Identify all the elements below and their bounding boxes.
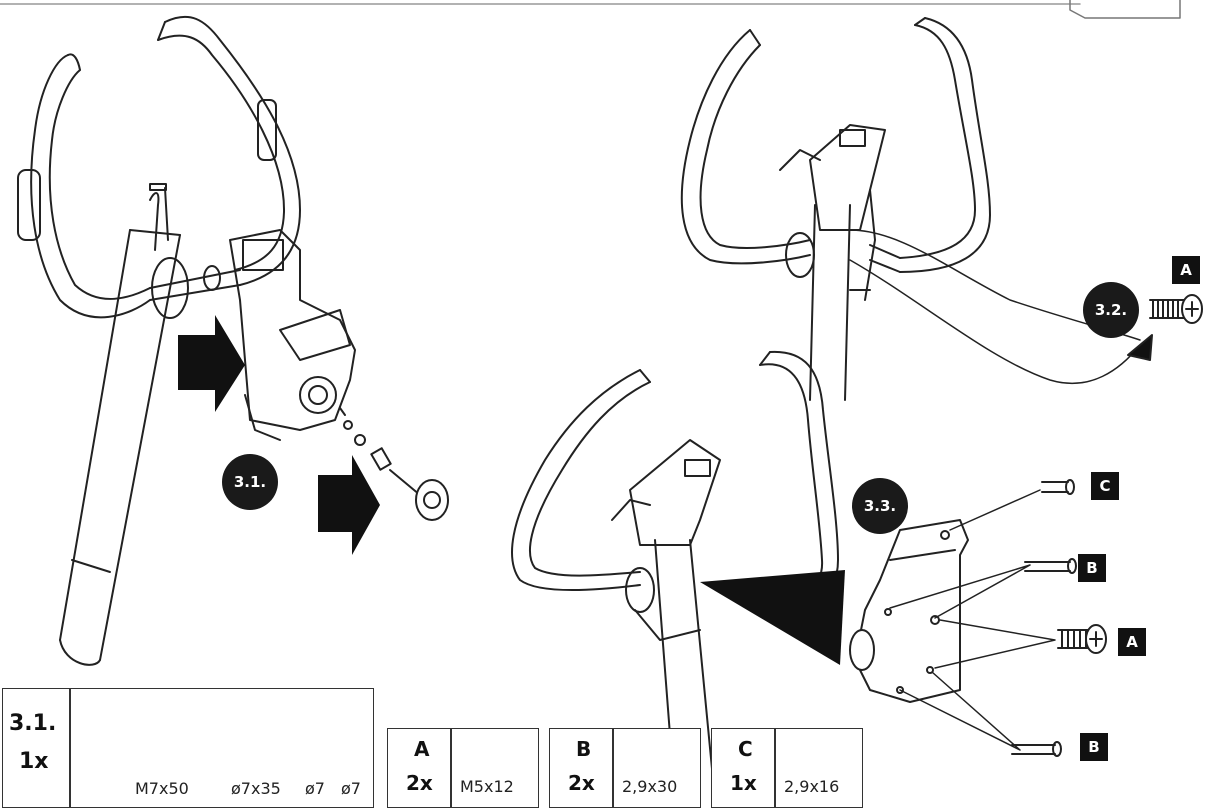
callout-c: C: [1091, 472, 1119, 500]
callout-b-upper-text: B: [1086, 559, 1098, 577]
insert-arrow-upper: [178, 315, 245, 412]
callout-b-upper: B: [1078, 554, 1106, 582]
hardware-a-qty: 2x: [406, 771, 433, 795]
screw-c: [1041, 479, 1075, 495]
hardware-c-letter: C: [738, 737, 753, 761]
step-3-1-marker: 3.1.: [222, 454, 278, 510]
top-right-drawing: [680, 17, 991, 401]
hardware-c-qty: 1x: [730, 771, 757, 795]
side-cover-panel: [849, 519, 969, 703]
screw-b-upper: [1024, 558, 1077, 574]
callout-a-lower-text: A: [1126, 633, 1138, 651]
insert-arrow-lower: [318, 455, 380, 555]
parts-table-qty: 1x: [19, 749, 49, 774]
hardware-a-size: M5x12: [460, 777, 514, 796]
step-3-2-marker: 3.2.: [1083, 282, 1139, 338]
part-spacer-size: ø7x35: [231, 779, 281, 798]
hardware-b-size: 2,9x30: [622, 777, 678, 796]
part-spring-washer-size: ø7: [305, 779, 325, 798]
screw-a-lower: [1057, 624, 1107, 654]
detail-wedge: [700, 570, 845, 665]
parts-table-step: 3.1.: [9, 711, 57, 736]
callout-a-top-text: A: [1180, 261, 1192, 279]
step-3-3-text: 3.3.: [863, 497, 897, 515]
hardware-a-letter: A: [414, 737, 430, 761]
hardware-c-size: 2,9x16: [784, 777, 840, 796]
callout-b-lower-text: B: [1088, 738, 1100, 756]
screw-a-top: [1149, 294, 1203, 324]
hardware-b-letter: B: [576, 737, 592, 761]
step-3-1-text: 3.1.: [233, 473, 267, 491]
callout-a-lower: A: [1118, 628, 1146, 656]
part-washer-size: ø7: [341, 779, 361, 798]
left-handlebar-drawing: [17, 15, 449, 666]
hardware-c-box: C 1x 2,9x16: [711, 728, 863, 808]
step-3-3-marker: 3.3.: [852, 478, 908, 534]
hardware-b-qty: 2x: [568, 771, 595, 795]
hardware-b-box: B 2x 2,9x30: [549, 728, 701, 808]
callout-a-top: A: [1172, 256, 1200, 284]
callout-b-lower: B: [1080, 733, 1108, 761]
part-knob-size: M7x50: [135, 779, 189, 798]
step-3-2-text: 3.2.: [1094, 301, 1128, 319]
callout-c-text: C: [1099, 477, 1111, 495]
parts-table: 3.1. 1x M7x50 ø7x35 ø7 ø7: [2, 688, 374, 808]
screw-b-lower: [1011, 741, 1062, 757]
hardware-a-box: A 2x M5x12: [387, 728, 539, 808]
